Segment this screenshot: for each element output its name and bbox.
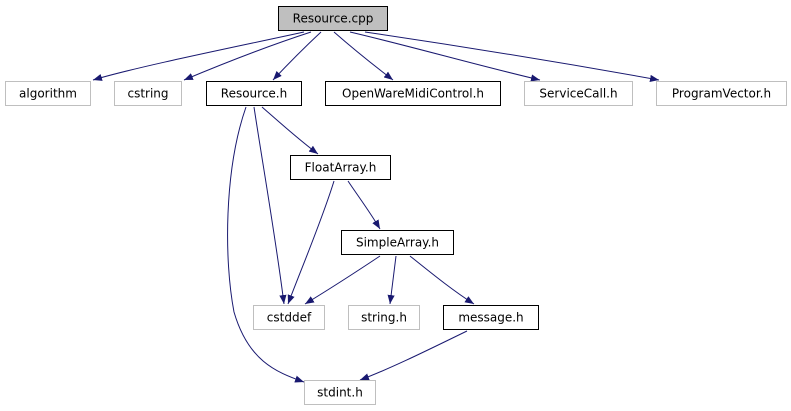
node-box-simplearray	[341, 230, 454, 255]
edge-resource_h-to-floatarray	[261, 106, 319, 155]
node-cstddef: cstddef	[253, 305, 325, 330]
node-message_h[interactable]: message.h	[443, 305, 539, 330]
node-simplearray[interactable]: SimpleArray.h	[341, 230, 454, 255]
edge-resource_cpp-to-algorithm	[92, 31, 305, 81]
node-algorithm: algorithm	[5, 81, 91, 106]
edge-simplearray-to-cstddef	[304, 255, 381, 305]
edge-resource_cpp-to-openware	[333, 31, 394, 81]
node-box-floatarray	[290, 155, 391, 180]
node-label-string_h: string.h	[361, 311, 407, 325]
node-box-resource_cpp	[278, 6, 388, 31]
edge-simplearray-to-message_h	[409, 255, 475, 305]
node-label-programvector: ProgramVector.h	[672, 87, 771, 101]
edges-layer	[92, 31, 660, 383]
edge-floatarray-to-simplearray	[347, 180, 381, 230]
node-box-openware	[325, 81, 501, 106]
edge-message_h-to-stdint_h	[359, 330, 468, 381]
edge-floatarray-to-cstddef	[287, 180, 335, 305]
node-label-algorithm: algorithm	[19, 87, 77, 101]
node-box-programvector	[656, 81, 787, 106]
node-string_h: string.h	[348, 305, 420, 330]
node-label-resource_h: Resource.h	[221, 87, 287, 101]
node-box-cstddef	[253, 305, 325, 330]
node-label-cstddef: cstddef	[267, 311, 312, 325]
edge-resource_cpp-to-cstring	[183, 31, 312, 81]
edge-resource_cpp-to-programvector	[364, 31, 660, 82]
edge-resource_h-to-stdint_h	[227, 106, 305, 383]
edge-resource_cpp-to-resource_h	[272, 31, 322, 81]
node-resource_cpp: Resource.cpp	[278, 6, 388, 31]
node-label-servicecall: ServiceCall.h	[539, 87, 617, 101]
node-box-string_h	[348, 305, 420, 330]
node-programvector: ProgramVector.h	[656, 81, 787, 106]
node-label-resource_cpp: Resource.cpp	[293, 12, 374, 26]
node-servicecall: ServiceCall.h	[524, 81, 633, 106]
node-cstring: cstring	[114, 81, 182, 106]
node-box-algorithm	[5, 81, 91, 106]
node-label-message_h: message.h	[458, 311, 523, 325]
node-box-cstring	[114, 81, 182, 106]
node-label-simplearray: SimpleArray.h	[356, 236, 439, 250]
edge-simplearray-to-string_h	[387, 255, 397, 305]
node-stdint_h: stdint.h	[304, 380, 376, 405]
node-box-stdint_h	[304, 380, 376, 405]
node-openware[interactable]: OpenWareMidiControl.h	[325, 81, 501, 106]
node-resource_h[interactable]: Resource.h	[206, 81, 302, 106]
node-box-message_h	[443, 305, 539, 330]
node-box-resource_h	[206, 81, 302, 106]
node-label-floatarray: FloatArray.h	[305, 161, 377, 175]
edge-resource_cpp-to-servicecall	[349, 31, 541, 82]
nodes-layer: Resource.cpp algorithm cstring Resource.h Op…	[5, 6, 787, 405]
node-label-openware: OpenWareMidiControl.h	[342, 87, 484, 101]
node-label-cstring: cstring	[127, 87, 168, 101]
node-label-stdint_h: stdint.h	[317, 386, 363, 400]
edge-resource_h-to-cstddef	[253, 106, 287, 305]
node-box-servicecall	[524, 81, 633, 106]
node-floatarray[interactable]: FloatArray.h	[290, 155, 391, 180]
